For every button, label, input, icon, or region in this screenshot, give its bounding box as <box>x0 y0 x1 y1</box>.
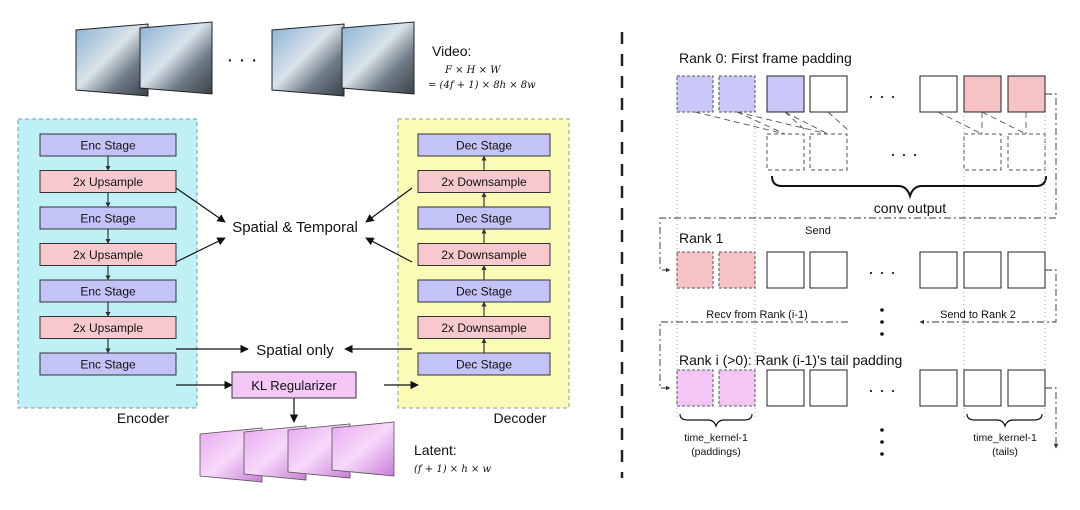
dotted-guides <box>676 112 1046 420</box>
tk-left-line1: time_kernel-1 <box>684 432 748 444</box>
encoder-block-label-2: 2x Upsample <box>73 175 143 189</box>
tk-left-line2: (paddings) <box>691 446 741 458</box>
encoder-block-label-3: Enc Stage <box>80 212 136 226</box>
encoder-block-7 <box>39 352 177 376</box>
rank0-label: Rank 0: First frame padding <box>679 50 852 66</box>
decoder-block-label-1: Dec Stage <box>456 139 512 153</box>
rank0-ellipsis: · · · <box>868 86 896 106</box>
conv-connections <box>694 111 1027 135</box>
recv-label: Recv from Rank (i-1) <box>706 309 807 321</box>
encoder-title: Encoder <box>117 410 169 426</box>
decoder-title: Decoder <box>494 410 547 426</box>
ranki-row <box>676 369 1046 407</box>
paddings-brace <box>679 413 753 428</box>
video-frames <box>75 21 415 97</box>
rank1-ellipsis: · · · <box>868 262 896 282</box>
decoder-block-label-5: Dec Stage <box>456 285 512 299</box>
decoder-block-7 <box>417 352 551 376</box>
spatial-arrows <box>175 187 419 423</box>
video-formula-2: = (4f + 1) × 8h × 8w <box>428 80 536 91</box>
ranki-label: Rank i (>0): Rank (i-1)'s tail padding <box>679 352 902 368</box>
rank1-row <box>676 251 1046 289</box>
vertical-ellipsis-2 <box>880 428 884 456</box>
spatial-only-label: Spatial only <box>256 342 334 359</box>
conv-ellipsis: · · · <box>890 144 918 164</box>
encoder-block-label-5: Enc Stage <box>80 285 136 299</box>
spatial-temporal-label: Spatial & Temporal <box>232 219 358 236</box>
decoder-block-label-3: Dec Stage <box>456 212 512 226</box>
send-label: Send <box>805 225 831 237</box>
decoder-block-label-6: 2x Downsample <box>441 321 527 335</box>
latent-formula: (f + 1) × h × w <box>414 464 492 475</box>
rank1-label: Rank 1 <box>679 230 724 246</box>
decoder-block-label-2: 2x Downsample <box>441 175 527 189</box>
conv-output-brace <box>771 175 1047 200</box>
tk-right-line2: (tails) <box>992 446 1018 458</box>
rank0-row <box>676 75 1046 113</box>
encoder-block-label-4: 2x Upsample <box>73 248 143 262</box>
decoder-block-label-7: Dec Stage <box>456 358 512 372</box>
ranki-tail-send <box>1045 387 1059 449</box>
tails-brace <box>966 413 1043 428</box>
recv-send-path <box>659 269 1057 391</box>
ranki-ellipsis: · · · <box>868 380 896 400</box>
latent-label: Latent: <box>414 442 457 458</box>
tk-right-line1: time_kernel-1 <box>973 432 1037 444</box>
encoder-block-label-6: 2x Upsample <box>73 321 143 335</box>
conv-output-row <box>766 133 1046 171</box>
encoder-block-label-1: Enc Stage <box>80 139 136 153</box>
kl-regularizer-box <box>231 371 357 399</box>
vertical-ellipsis-1 <box>880 308 884 336</box>
video-ellipsis: · · · <box>226 49 257 71</box>
video-formula-1: F × H × W <box>444 65 501 76</box>
decoder-block-label-4: 2x Downsample <box>441 248 527 262</box>
latent-frames <box>199 421 395 483</box>
video-label: Video: <box>432 43 471 59</box>
send-path <box>659 93 1057 273</box>
encoder-block-label-7: Enc Stage <box>80 358 136 372</box>
send-rank2-label: Send to Rank 2 <box>940 309 1016 321</box>
kl-regularizer-label: KL Regularizer <box>251 378 337 393</box>
conv-output-label: conv output <box>874 200 946 216</box>
